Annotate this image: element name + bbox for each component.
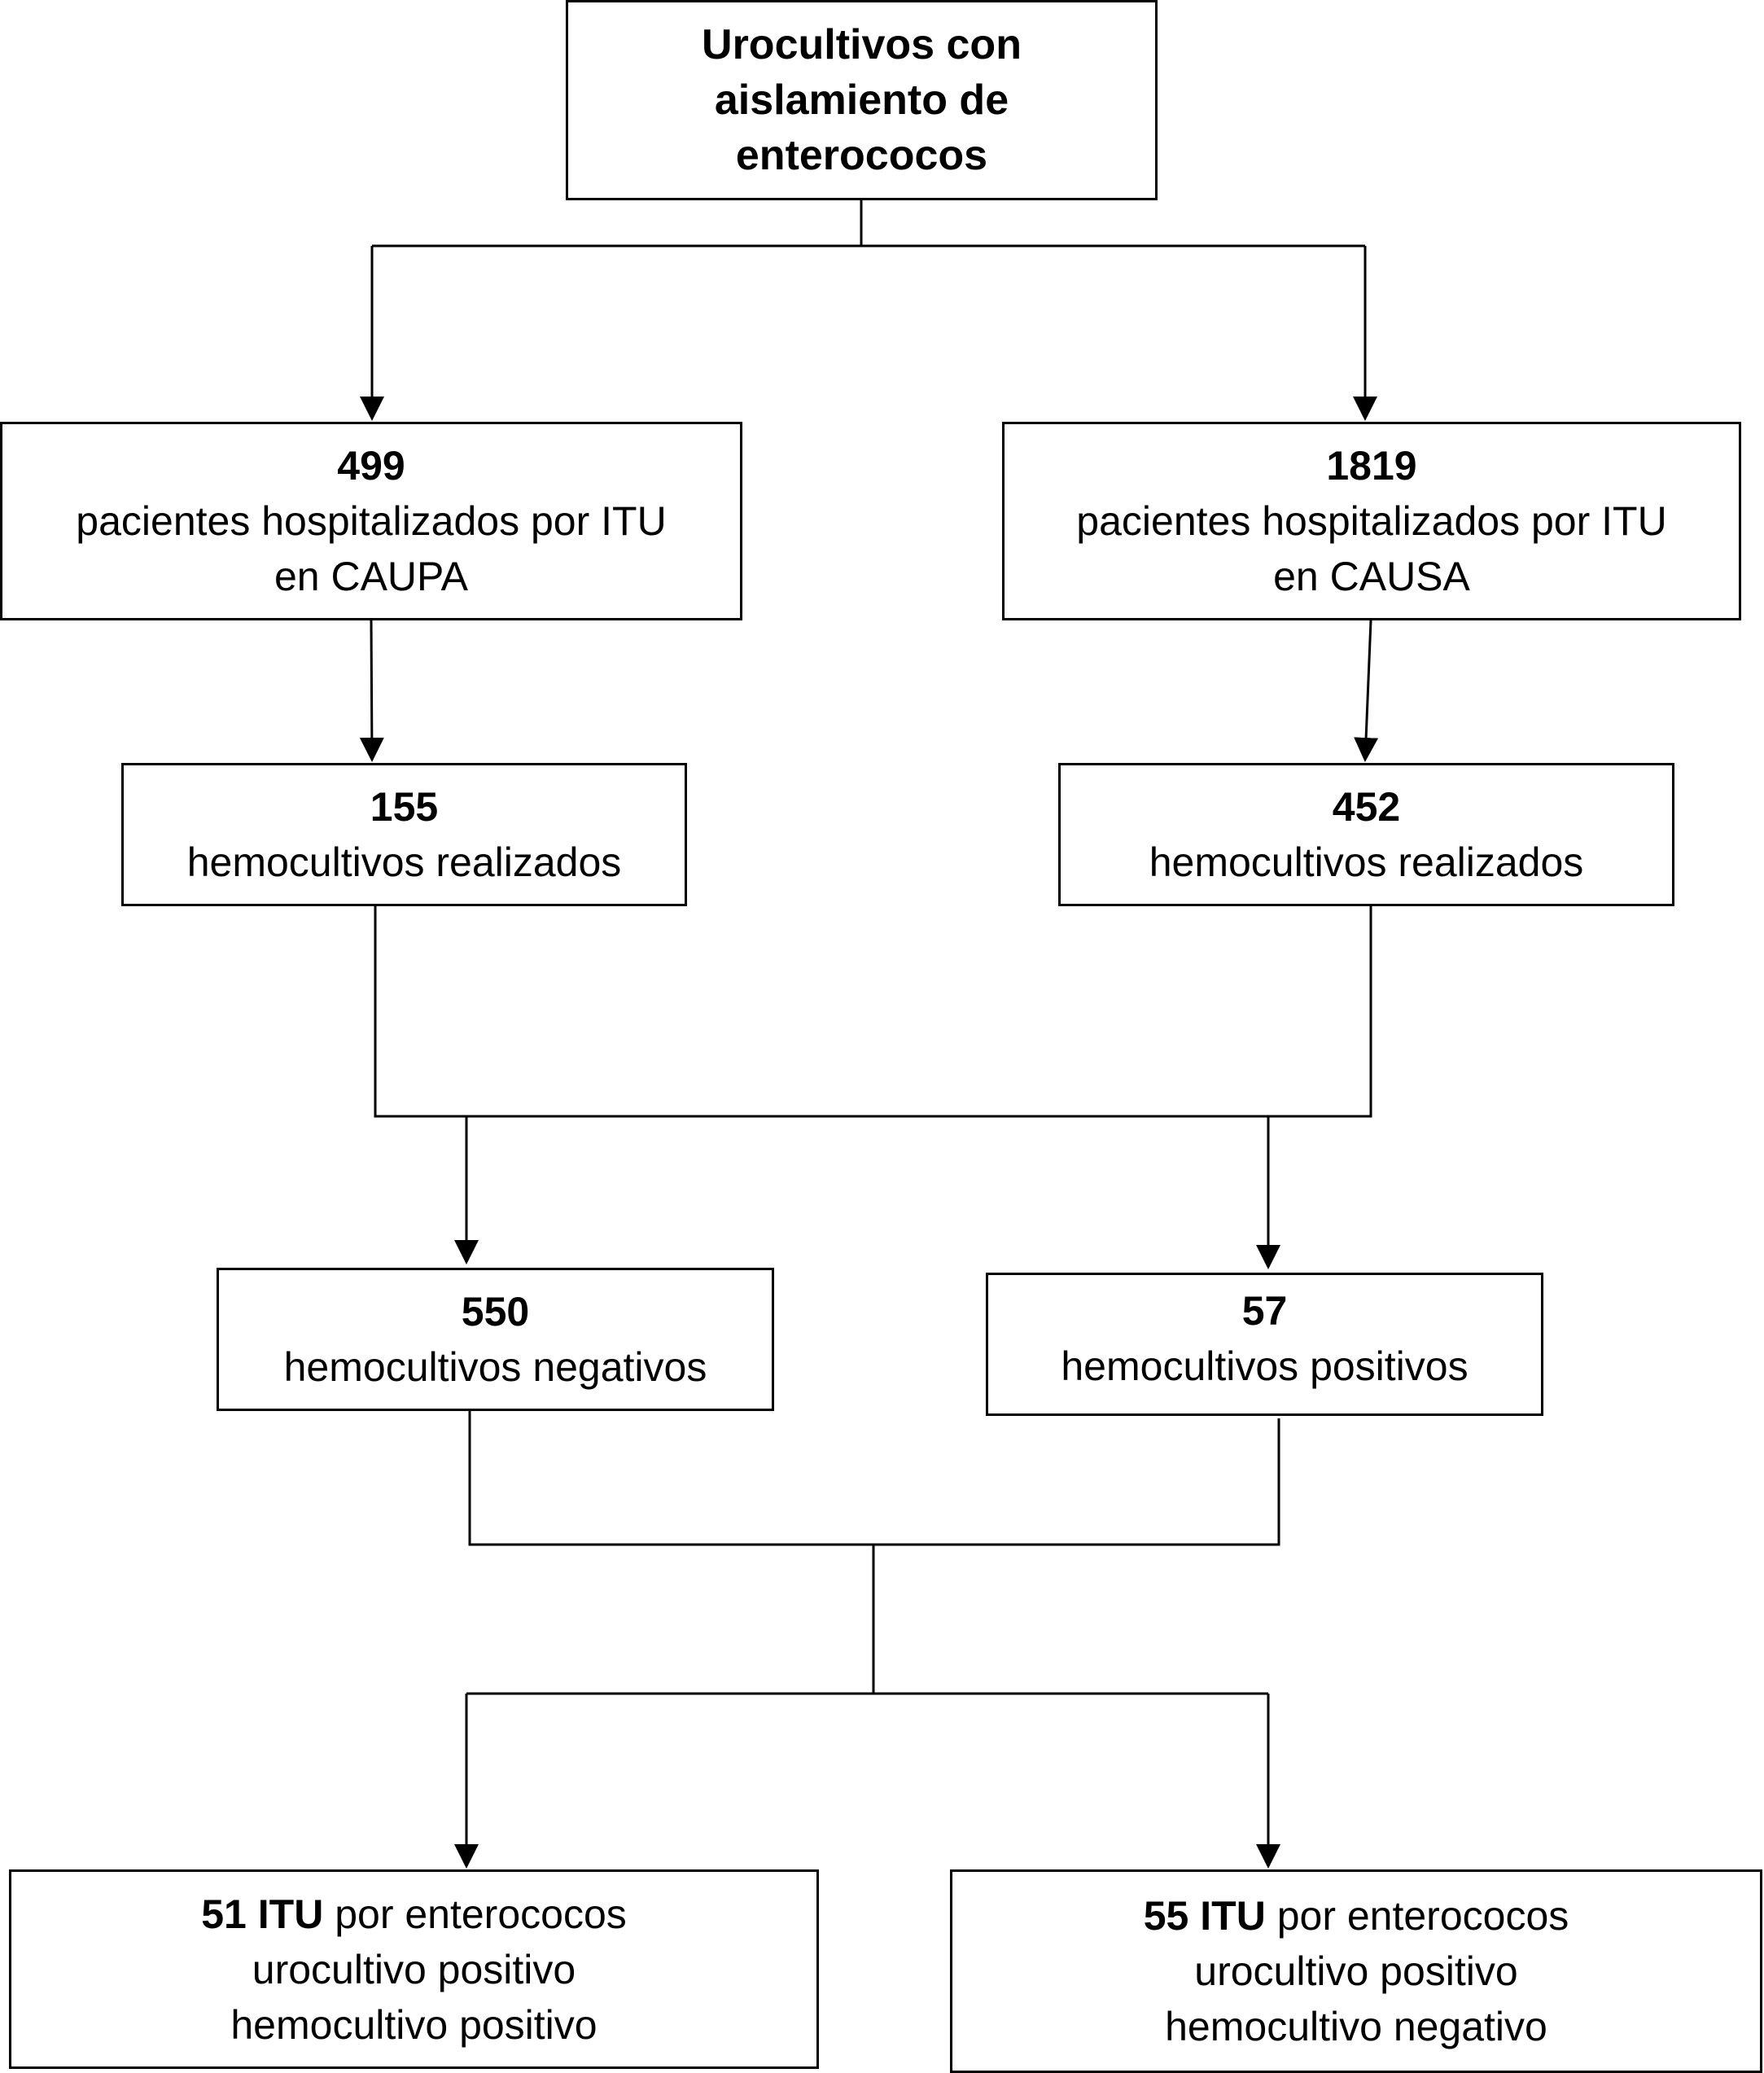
root-line-2: aislamiento de (714, 77, 1009, 124)
itu-negativo-box: 55 ITU por enterococos urocultivo positi… (950, 1869, 1762, 2073)
root-box: Urocultivos con aislamiento de enterococ… (566, 0, 1158, 200)
hemo-caupa-count: 155 (370, 784, 439, 830)
negativos-box: 550 hemocultivos negativos (217, 1268, 774, 1411)
positivos-label: hemocultivos positivos (1061, 1343, 1469, 1389)
negativos-count: 550 (461, 1289, 530, 1335)
positivos-box: 57 hemocultivos positivos (986, 1273, 1543, 1416)
causa-line-2: en CAUSA (1273, 554, 1470, 599)
merge-results (468, 1410, 1280, 1546)
hemo-causa-label: hemocultivos realizados (1149, 839, 1584, 885)
hemo-causa-box: 452 hemocultivos realizados (1058, 763, 1674, 906)
itu-negativo-suffix: por enterococos (1265, 1893, 1569, 1939)
negativos-label: hemocultivos negativos (283, 1344, 707, 1390)
hemo-caupa-box: 155 hemocultivos realizados (121, 763, 687, 906)
hemo-causa-count: 452 (1332, 784, 1401, 830)
itu-negativo-line-2: urocultivo positivo (1194, 1948, 1518, 1994)
itu-positivo-line-2: urocultivo positivo (252, 1946, 576, 1992)
arrow-caupa-to-hemo (359, 620, 384, 762)
itu-positivo-line-3: hemocultivo positivo (230, 2001, 597, 2048)
itu-positivo-suffix: por enterococos (323, 1891, 627, 1937)
causa-count: 1819 (1326, 443, 1417, 489)
itu-negativo-line-3: hemocultivo negativo (1165, 2004, 1547, 2049)
arrow-causa-to-hemo (1354, 620, 1379, 762)
root-line-1: Urocultivos con (702, 21, 1022, 68)
positivos-count: 57 (1241, 1288, 1288, 1334)
caupa-line-1: pacientes hospitalizados por ITU (76, 498, 667, 544)
caupa-box: 499 pacientes hospitalizados por ITU en … (0, 422, 742, 620)
merge-realizados (374, 905, 1372, 1118)
itu-negativo-count: 55 ITU (1143, 1893, 1266, 1939)
itu-positivo-line-1: 51 ITU por enterococos (201, 1887, 627, 1942)
root-line-3: enterococos (735, 132, 988, 179)
causa-line-1: pacientes hospitalizados por ITU (1076, 498, 1667, 544)
itu-positivo-box: 51 ITU por enterococos urocultivo positi… (9, 1869, 819, 2069)
hemo-caupa-label: hemocultivos realizados (186, 839, 622, 885)
itu-positivo-count: 51 ITU (201, 1891, 324, 1937)
causa-box: 1819 pacientes hospitalizados por ITU en… (1002, 422, 1741, 620)
itu-negativo-line-1: 55 ITU por enterococos (1144, 1888, 1569, 1944)
caupa-line-2: en CAUPA (274, 554, 469, 599)
caupa-count: 499 (337, 443, 405, 489)
